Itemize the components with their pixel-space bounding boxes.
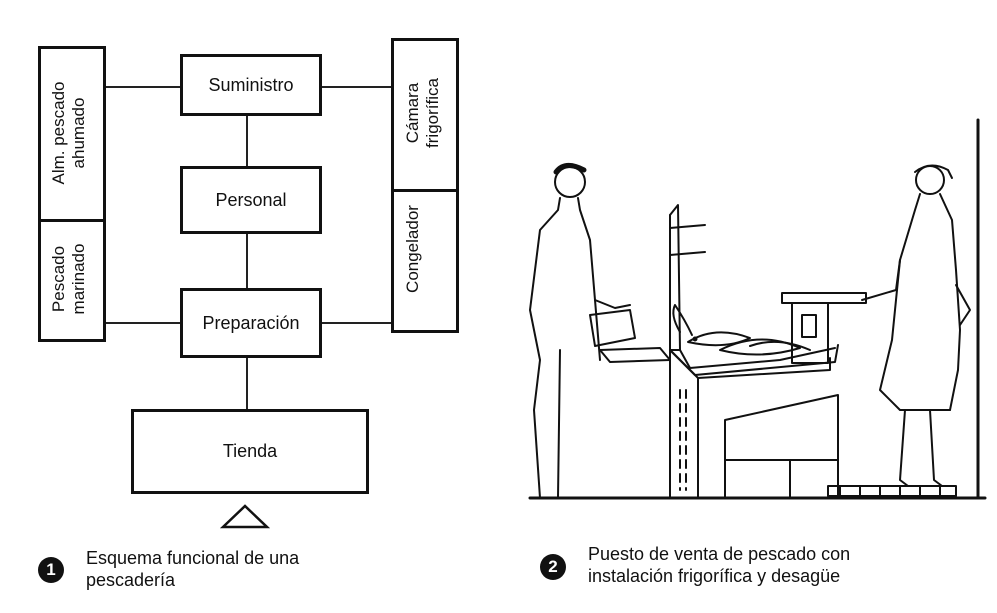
figure-number-badge: 1 <box>38 557 64 583</box>
connector-line <box>320 86 392 88</box>
smoked-fish-storage-label: Alm. pescado ahumado <box>49 81 88 185</box>
connector-line <box>246 233 248 289</box>
right-cold-panel: Cámara frigorífica Congelador <box>391 38 459 333</box>
figure-caption: Esquema funcional de una pescadería <box>86 548 300 590</box>
entrance-triangle-icon <box>220 504 270 529</box>
cold-room-label: Cámara frigorífica <box>403 78 442 148</box>
freezer-label: Congelador <box>403 205 422 293</box>
connector-line <box>246 115 248 167</box>
figure-number-badge: 2 <box>540 554 566 580</box>
box-preparacion-label: Preparación <box>202 312 300 333</box>
connector-line <box>104 322 182 324</box>
box-tienda: Tienda <box>131 409 369 494</box>
connector-line <box>246 356 248 410</box>
left-storage-panel: Alm. pescado ahumado Pescado marinado <box>38 46 106 342</box>
box-tienda-label: Tienda <box>222 441 278 461</box>
box-suministro: Suministro <box>180 54 322 116</box>
marinated-fish-label: Pescado marinado <box>49 243 88 315</box>
box-preparacion: Preparación <box>180 288 322 358</box>
connector-line <box>320 322 392 324</box>
connector-line <box>104 86 182 88</box>
box-personal: Personal <box>180 166 322 234</box>
box-suministro-label: Suministro <box>208 74 294 95</box>
box-personal-label: Personal <box>215 189 287 210</box>
figure-caption: Puesto de venta de pescado con instalaci… <box>588 544 851 586</box>
fish-counter-illustration <box>528 118 987 500</box>
